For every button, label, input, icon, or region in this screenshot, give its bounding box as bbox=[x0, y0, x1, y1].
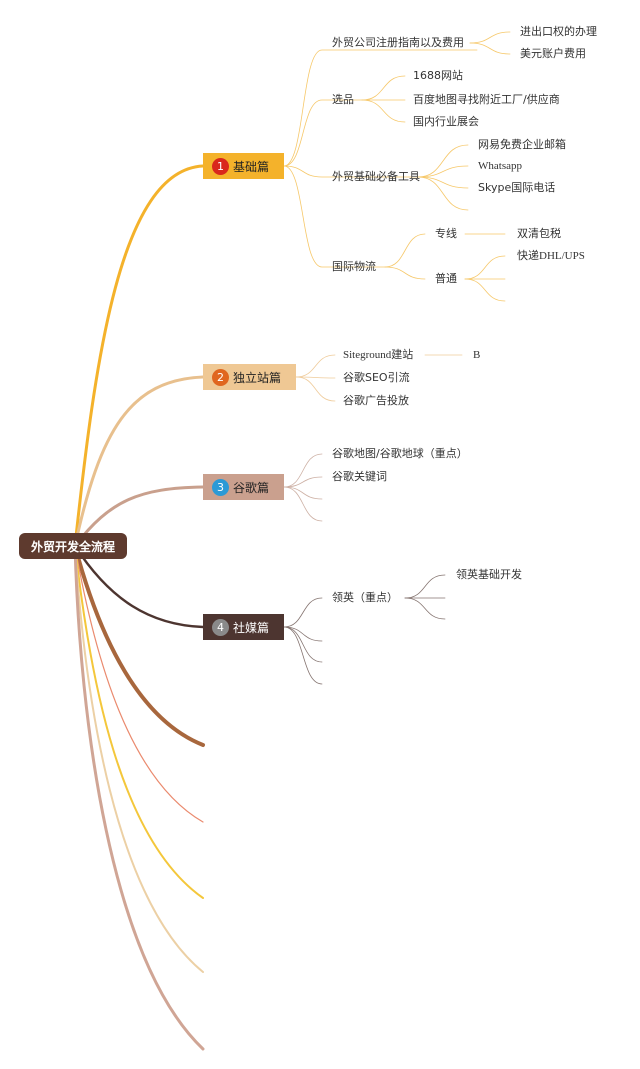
connector-empty-1 bbox=[73, 544, 205, 747]
connector-root-google bbox=[73, 485, 205, 548]
connector-tools-empty bbox=[417, 176, 469, 211]
connector-tools-skype bbox=[417, 176, 469, 189]
topic-regular-shipping[interactable]: 普通 bbox=[435, 272, 457, 285]
connector-basics-tools bbox=[283, 165, 419, 178]
topic-trade-shows[interactable]: 国内行业展会 bbox=[413, 115, 479, 128]
connector-empty-5 bbox=[73, 544, 205, 1051]
topic-b[interactable]: B bbox=[473, 349, 481, 361]
connector-sel-shows bbox=[361, 99, 406, 123]
topic-siteground[interactable]: Siteground建站 bbox=[343, 349, 414, 361]
connector-social-empty3 bbox=[283, 626, 323, 685]
topic-whatsapp[interactable]: Whatsapp bbox=[478, 160, 522, 172]
connector-google-empty2 bbox=[283, 486, 323, 522]
topic-ddp-tax-included[interactable]: 双清包税 bbox=[517, 227, 561, 240]
connector-google-maps bbox=[283, 453, 323, 488]
topic-linkedin-basics[interactable]: 领英基础开发 bbox=[456, 568, 522, 581]
connector-site-ads bbox=[295, 376, 336, 402]
topic-google-seo[interactable]: 谷歌SEO引流 bbox=[343, 371, 410, 384]
topic-essential-tools[interactable]: 外贸基础必备工具 bbox=[332, 170, 420, 183]
connector-tools-whatsapp bbox=[417, 165, 469, 178]
topic-company-registration[interactable]: 外贸公司注册指南以及费用 bbox=[332, 36, 464, 49]
number-4-icon: 4 bbox=[212, 618, 229, 636]
connector-empty-2 bbox=[74, 545, 204, 823]
connector-tools-email bbox=[417, 144, 469, 178]
connector-regular-express bbox=[464, 255, 506, 280]
connector-site-siteground bbox=[295, 354, 336, 378]
branch-google[interactable]: 3 谷歌篇 bbox=[203, 474, 284, 500]
topic-product-selection[interactable]: 选品 bbox=[332, 93, 354, 106]
connector-linkedin-basics bbox=[404, 574, 446, 599]
branch-basics-label: 基础篇 bbox=[233, 159, 270, 174]
topic-google-ads[interactable]: 谷歌广告投放 bbox=[343, 394, 409, 407]
branch-basics[interactable]: 1 基础篇 bbox=[203, 153, 284, 179]
connector-linkedin-empty2 bbox=[404, 597, 446, 620]
topic-1688-website[interactable]: 1688网站 bbox=[413, 69, 463, 82]
topic-baidu-map-factories[interactable]: 百度地图寻找附近工厂/供应商 bbox=[413, 93, 560, 106]
connector-google-empty1 bbox=[283, 486, 323, 500]
connector-site-seo bbox=[295, 376, 336, 379]
connector-regular-empty2 bbox=[464, 278, 506, 302]
connector-root-basics bbox=[73, 164, 205, 548]
topic-linkedin[interactable]: 领英（重点） bbox=[332, 591, 398, 604]
connector-basics-selection bbox=[283, 99, 363, 167]
connector-google-keywords bbox=[283, 476, 323, 488]
root-node[interactable]: 外贸开发全流程 bbox=[19, 533, 127, 559]
topic-skype[interactable]: Skype国际电话 bbox=[478, 181, 556, 194]
topic-international-logistics[interactable]: 国际物流 bbox=[332, 260, 376, 273]
branch-independent-site-label: 独立站篇 bbox=[233, 370, 282, 385]
topic-express-dhl-ups[interactable]: 快递DHL/UPS bbox=[517, 250, 585, 262]
topic-import-export-rights[interactable]: 进出口权的办理 bbox=[520, 25, 597, 38]
topic-google-maps-earth[interactable]: 谷歌地图/谷歌地球（重点） bbox=[332, 447, 468, 460]
connector-reg-usd bbox=[469, 42, 511, 55]
branch-google-label: 谷歌篇 bbox=[233, 480, 270, 495]
connector-sel-1688 bbox=[361, 75, 406, 101]
number-1-icon: 1 bbox=[212, 157, 229, 175]
topic-usd-account-fees[interactable]: 美元账户费用 bbox=[520, 47, 586, 60]
connector-social-linkedin bbox=[283, 597, 323, 628]
topic-dedicated-line[interactable]: 专线 bbox=[435, 227, 457, 240]
connector-empty-3 bbox=[74, 545, 204, 899]
number-2-icon: 2 bbox=[212, 368, 229, 386]
number-3-icon: 3 bbox=[212, 478, 229, 496]
topic-netease-email[interactable]: 网易免费企业邮箱 bbox=[478, 138, 566, 151]
branch-social-media-label: 社媒篇 bbox=[233, 620, 270, 635]
connector-log-regular bbox=[384, 266, 426, 280]
connector-root-social bbox=[73, 544, 205, 629]
branch-social-media[interactable]: 4 社媒篇 bbox=[203, 614, 284, 640]
connector-root-site bbox=[73, 375, 205, 548]
connector-basics-registration bbox=[283, 49, 478, 167]
connector-log-dedicated bbox=[384, 233, 426, 268]
topic-google-keywords[interactable]: 谷歌关键词 bbox=[332, 470, 387, 483]
connector-reg-rights bbox=[469, 31, 511, 44]
branch-independent-site[interactable]: 2 独立站篇 bbox=[203, 364, 296, 390]
connector-empty-4 bbox=[74, 545, 204, 973]
